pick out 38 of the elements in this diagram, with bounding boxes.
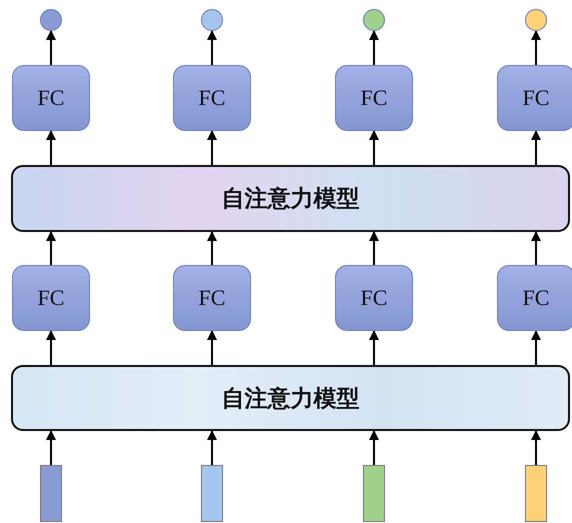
input-bar xyxy=(201,465,223,522)
arrow xyxy=(369,231,379,265)
arrow xyxy=(531,30,541,65)
fc-box: FC xyxy=(497,65,572,131)
output-circle xyxy=(40,9,62,31)
arrow xyxy=(531,430,541,465)
arrow xyxy=(207,231,217,265)
fc-box: FC xyxy=(173,65,251,131)
arrow xyxy=(207,30,217,65)
fc-box: FC xyxy=(12,265,90,331)
arrow xyxy=(207,430,217,465)
arrow xyxy=(531,231,541,265)
arrow xyxy=(46,130,56,165)
fc-box: FC xyxy=(335,65,413,131)
fc-box: FC xyxy=(497,265,572,331)
self-attention-band: 自注意力模型 xyxy=(11,365,570,431)
arrow xyxy=(46,231,56,265)
input-bar xyxy=(40,465,62,522)
arrow xyxy=(369,130,379,165)
input-bar xyxy=(363,465,385,522)
arrow xyxy=(207,330,217,365)
fc-box: FC xyxy=(173,265,251,331)
arrow xyxy=(369,430,379,465)
fc-box: FC xyxy=(12,65,90,131)
arrow xyxy=(531,130,541,165)
self-attention-band: 自注意力模型 xyxy=(11,165,570,232)
arrow xyxy=(207,130,217,165)
input-bar xyxy=(525,465,547,522)
arrow xyxy=(531,330,541,365)
arrow xyxy=(46,330,56,365)
arrow xyxy=(46,30,56,65)
arrow xyxy=(369,330,379,365)
arrow xyxy=(46,430,56,465)
output-circle xyxy=(525,9,547,31)
output-circle xyxy=(363,9,385,31)
arrow xyxy=(369,30,379,65)
output-circle xyxy=(201,9,223,31)
fc-box: FC xyxy=(335,265,413,331)
